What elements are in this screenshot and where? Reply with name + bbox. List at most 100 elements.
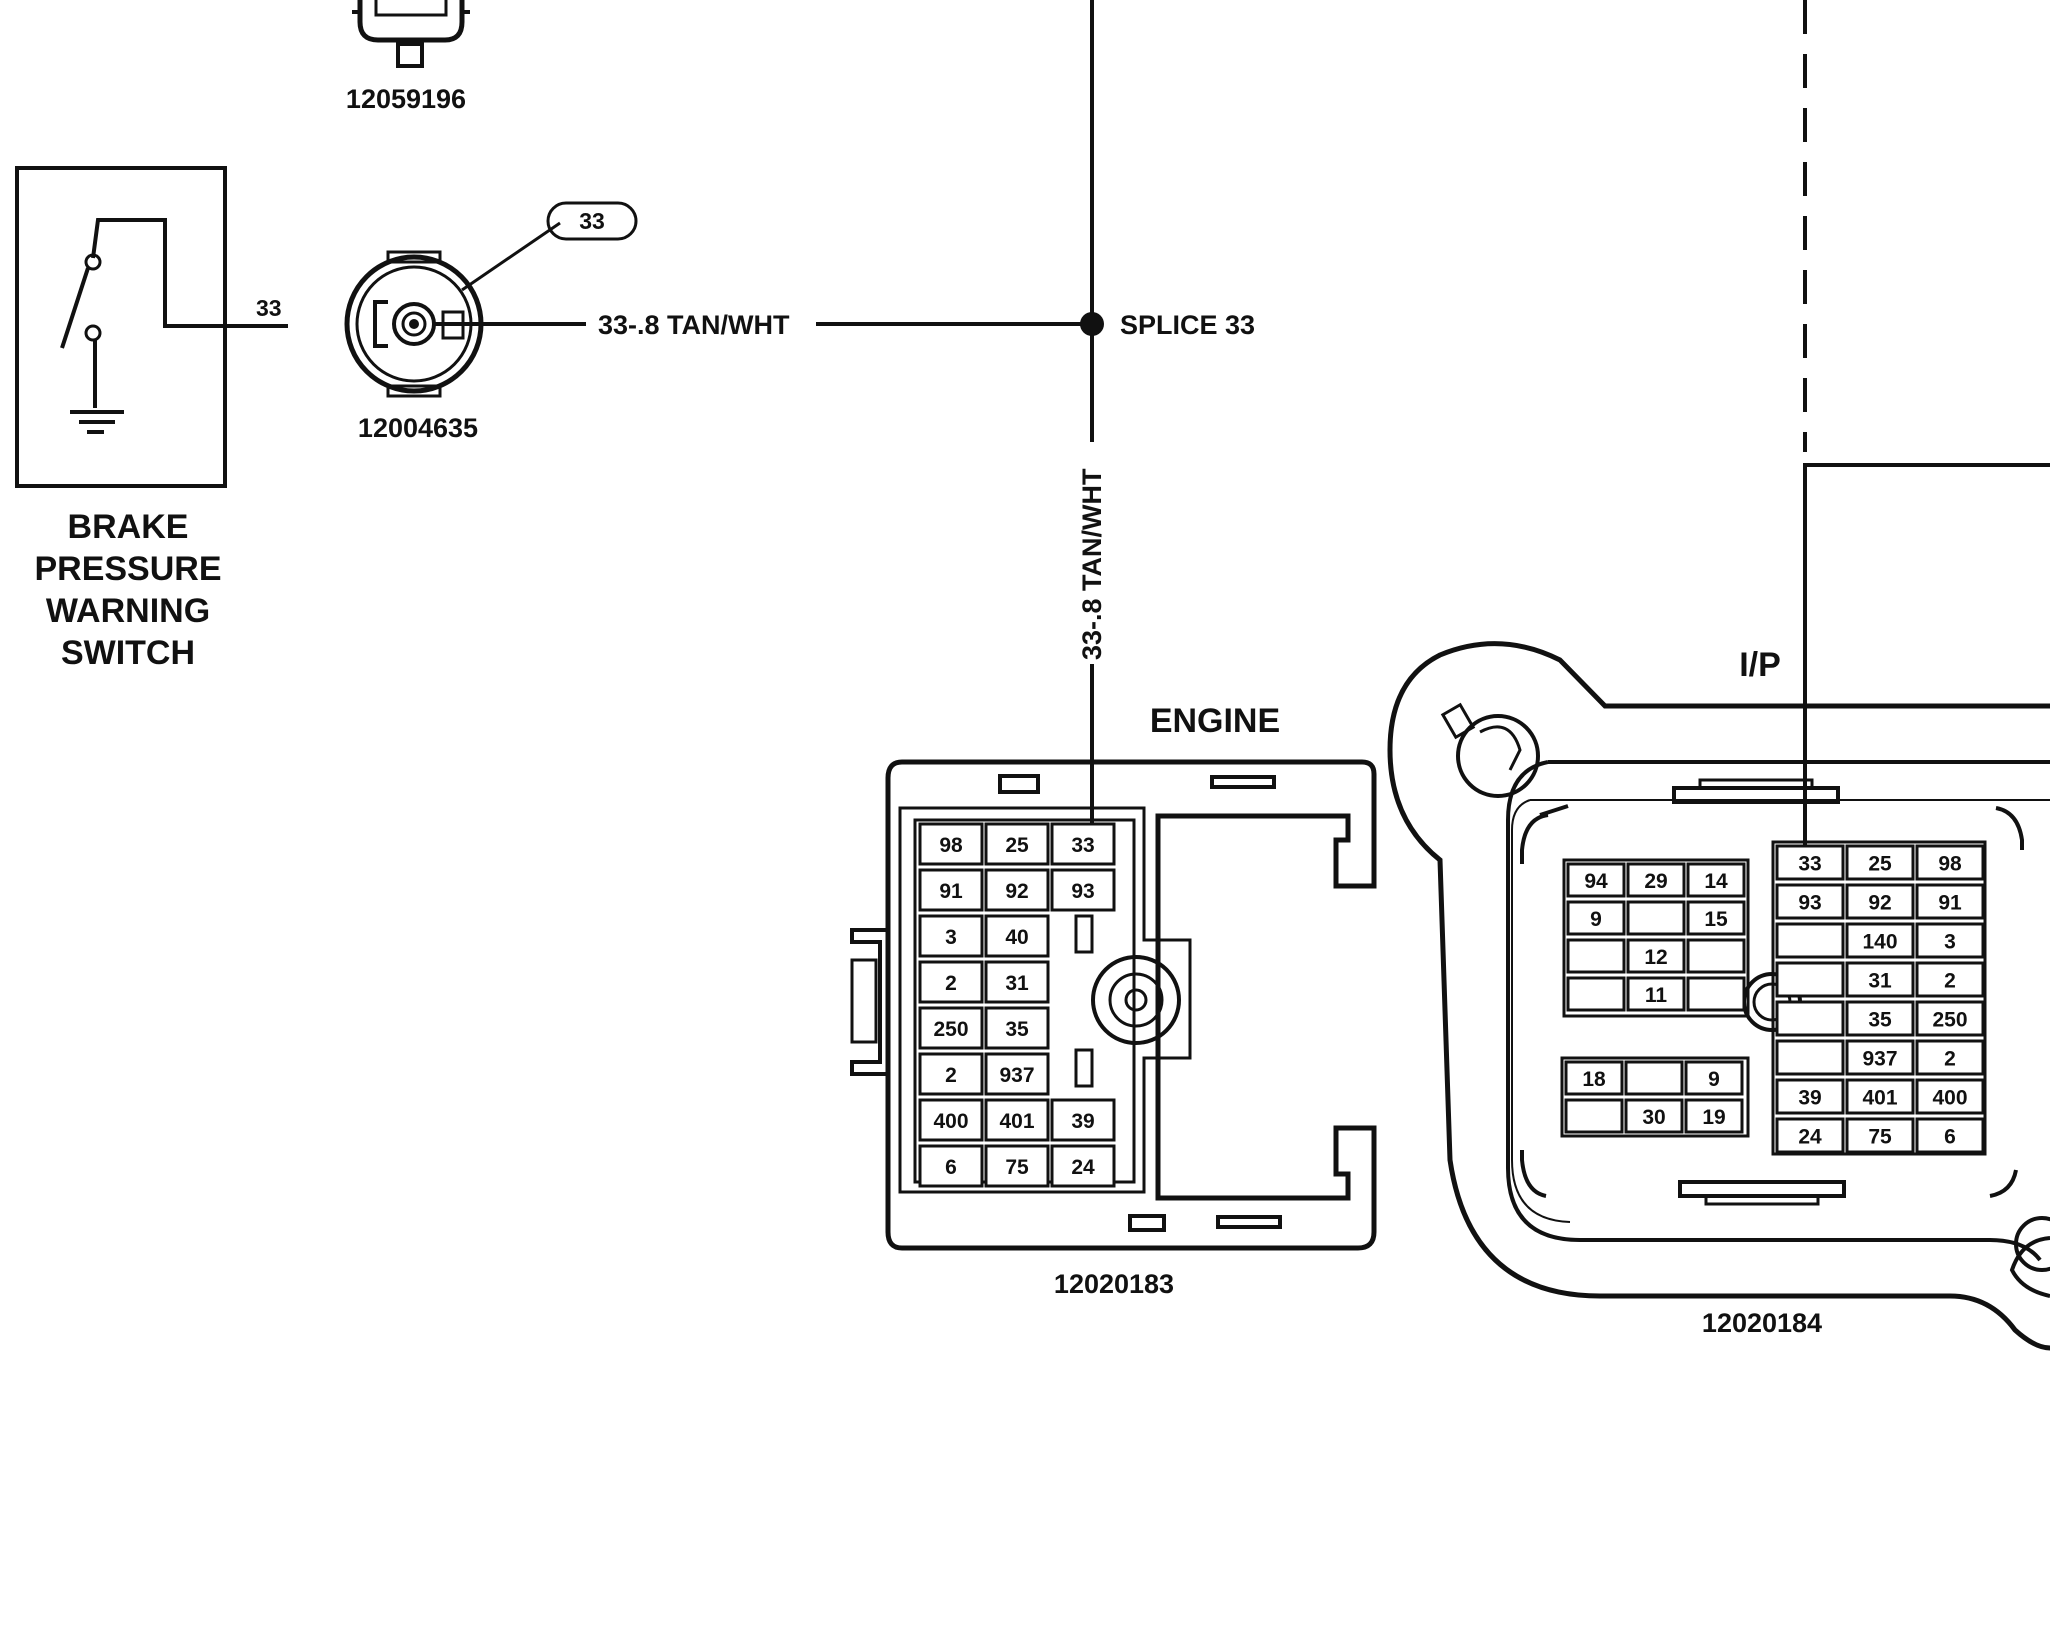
ip-right-pin-label: 400 (1932, 1087, 1967, 1110)
engine-cell (918, 914, 984, 958)
engine-pin-label: 250 (933, 1018, 968, 1041)
ip-left-cell (1566, 976, 1626, 1012)
ip-right-pin-label: 401 (1862, 1087, 1897, 1110)
engine-cell (984, 822, 1050, 866)
ip-right-cell (1845, 844, 1915, 881)
engine-cell (984, 1052, 1050, 1096)
ip-right-cell (1775, 883, 1845, 920)
engine-pin-label: 3 (945, 926, 957, 949)
ip-right-cell (1915, 1000, 1985, 1037)
engine-cell (918, 960, 984, 1004)
engine-cell (918, 1052, 984, 1096)
switch-label-line-3: WARNING (46, 592, 210, 630)
ip-lower-pin-label: 9 (1708, 1068, 1720, 1091)
switch-terminal-label: 33 (256, 295, 282, 321)
ip-left-pin-label: 11 (1645, 984, 1668, 1007)
ground-icon (70, 410, 124, 434)
connector-top-part-number: 12059196 (346, 84, 466, 114)
ip-lower-cell (1564, 1098, 1624, 1134)
connector-switch-callout: 33 (579, 208, 605, 234)
ip-right-cell (1915, 883, 1985, 920)
engine-cell (918, 1098, 984, 1142)
ip-connector-title: I/P (1739, 646, 1781, 684)
ip-right-cell (1775, 1000, 1845, 1037)
engine-cell (984, 1098, 1050, 1142)
engine-pin-label: 93 (1071, 880, 1094, 903)
ip-right-pin-label: 6 (1944, 1126, 1956, 1149)
engine-pin-label: 39 (1071, 1110, 1094, 1133)
ip-lower-cell (1684, 1060, 1744, 1096)
engine-pin-label: 40 (1005, 926, 1028, 949)
wire-33-horizontal: 33-.8 TAN/WHT (434, 310, 1092, 340)
switch-label-line-4: SWITCH (61, 634, 195, 672)
engine-connector-part-number: 12020183 (1054, 1269, 1174, 1299)
ip-right-pin-label: 91 (1938, 892, 1962, 915)
engine-cell (918, 1006, 984, 1050)
wire-horizontal-label: 33-.8 TAN/WHT (598, 310, 790, 340)
ip-lower-cell (1624, 1060, 1684, 1096)
engine-pin-label: 24 (1071, 1156, 1095, 1179)
engine-pin-label: 98 (939, 834, 963, 857)
ip-lower-cell (1564, 1060, 1624, 1096)
ip-right-pin-label: 35 (1868, 1009, 1892, 1032)
ip-right-pin-label: 140 (1862, 931, 1897, 954)
ip-left-cell (1686, 862, 1746, 898)
ip-left-cell (1626, 862, 1686, 898)
ip-right-cell (1915, 922, 1985, 959)
ip-lower-pin-label: 18 (1582, 1068, 1606, 1091)
ip-right-cell (1845, 961, 1915, 998)
wire-vertical-label: 33-.8 TAN/WHT (1077, 468, 1107, 660)
engine-cell (918, 1144, 984, 1188)
engine-cell (1050, 1098, 1116, 1142)
ip-left-cell (1686, 976, 1746, 1012)
brake-pressure-warning-switch: 33 BRAKE PRESSURE WARNING SWITCH (15, 166, 288, 672)
engine-pin-label: 937 (999, 1064, 1034, 1087)
ip-right-cell (1775, 1078, 1845, 1115)
ip-left-cell (1686, 900, 1746, 936)
ip-right-pin-label: 24 (1798, 1126, 1822, 1149)
engine-pin-label: 6 (945, 1156, 957, 1179)
ip-left-pin-label: 94 (1584, 870, 1608, 893)
ip-right-pin-label: 2 (1944, 970, 1956, 993)
ip-right-pin-label: 93 (1798, 892, 1821, 915)
engine-pin-label: 75 (1005, 1156, 1029, 1179)
ip-right-cell (1915, 844, 1985, 881)
ip-right-cell (1775, 922, 1845, 959)
ip-connector-part-number: 12020184 (1702, 1308, 1822, 1338)
ip-left-pin-label: 14 (1704, 870, 1728, 893)
engine-cell (918, 868, 984, 912)
ip-right-cell (1845, 1039, 1915, 1076)
ip-right-pin-label: 250 (1932, 1009, 1967, 1032)
engine-pin-label: 2 (945, 1064, 957, 1087)
engine-cell (1050, 822, 1116, 866)
connector-12059196: 12059196 (346, 0, 470, 114)
ip-left-cell (1566, 862, 1626, 898)
ip-lower-cell (1684, 1098, 1744, 1134)
ip-left-cell (1626, 900, 1686, 936)
ip-lower-pin-label: 30 (1642, 1106, 1665, 1129)
wire-33-vertical: 33-.8 TAN/WHT (1077, 0, 1107, 842)
ip-lower-cell (1624, 1098, 1684, 1134)
ip-right-cell (1775, 1117, 1845, 1154)
ip-right-pin-label: 25 (1868, 853, 1892, 876)
ip-right-pin-label: 33 (1798, 853, 1821, 876)
engine-pin-label: 92 (1005, 880, 1028, 903)
splice-label: SPLICE 33 (1120, 310, 1255, 340)
ip-right-cell (1915, 1117, 1985, 1154)
ip-right-pin-label: 3 (1944, 931, 1956, 954)
ip-right-cell (1915, 961, 1985, 998)
ip-right-cell (1845, 1078, 1915, 1115)
ip-left-pin-label: 12 (1644, 946, 1667, 969)
engine-pin-label: 35 (1005, 1018, 1029, 1041)
ip-left-pin-label: 9 (1590, 908, 1602, 931)
ip-right-cell (1845, 1117, 1915, 1154)
ip-right-cell (1845, 922, 1915, 959)
switch-label-line-1: BRAKE (68, 508, 189, 546)
ip-left-pin-label: 29 (1644, 870, 1667, 893)
wire-ip-33 (1803, 463, 2050, 846)
